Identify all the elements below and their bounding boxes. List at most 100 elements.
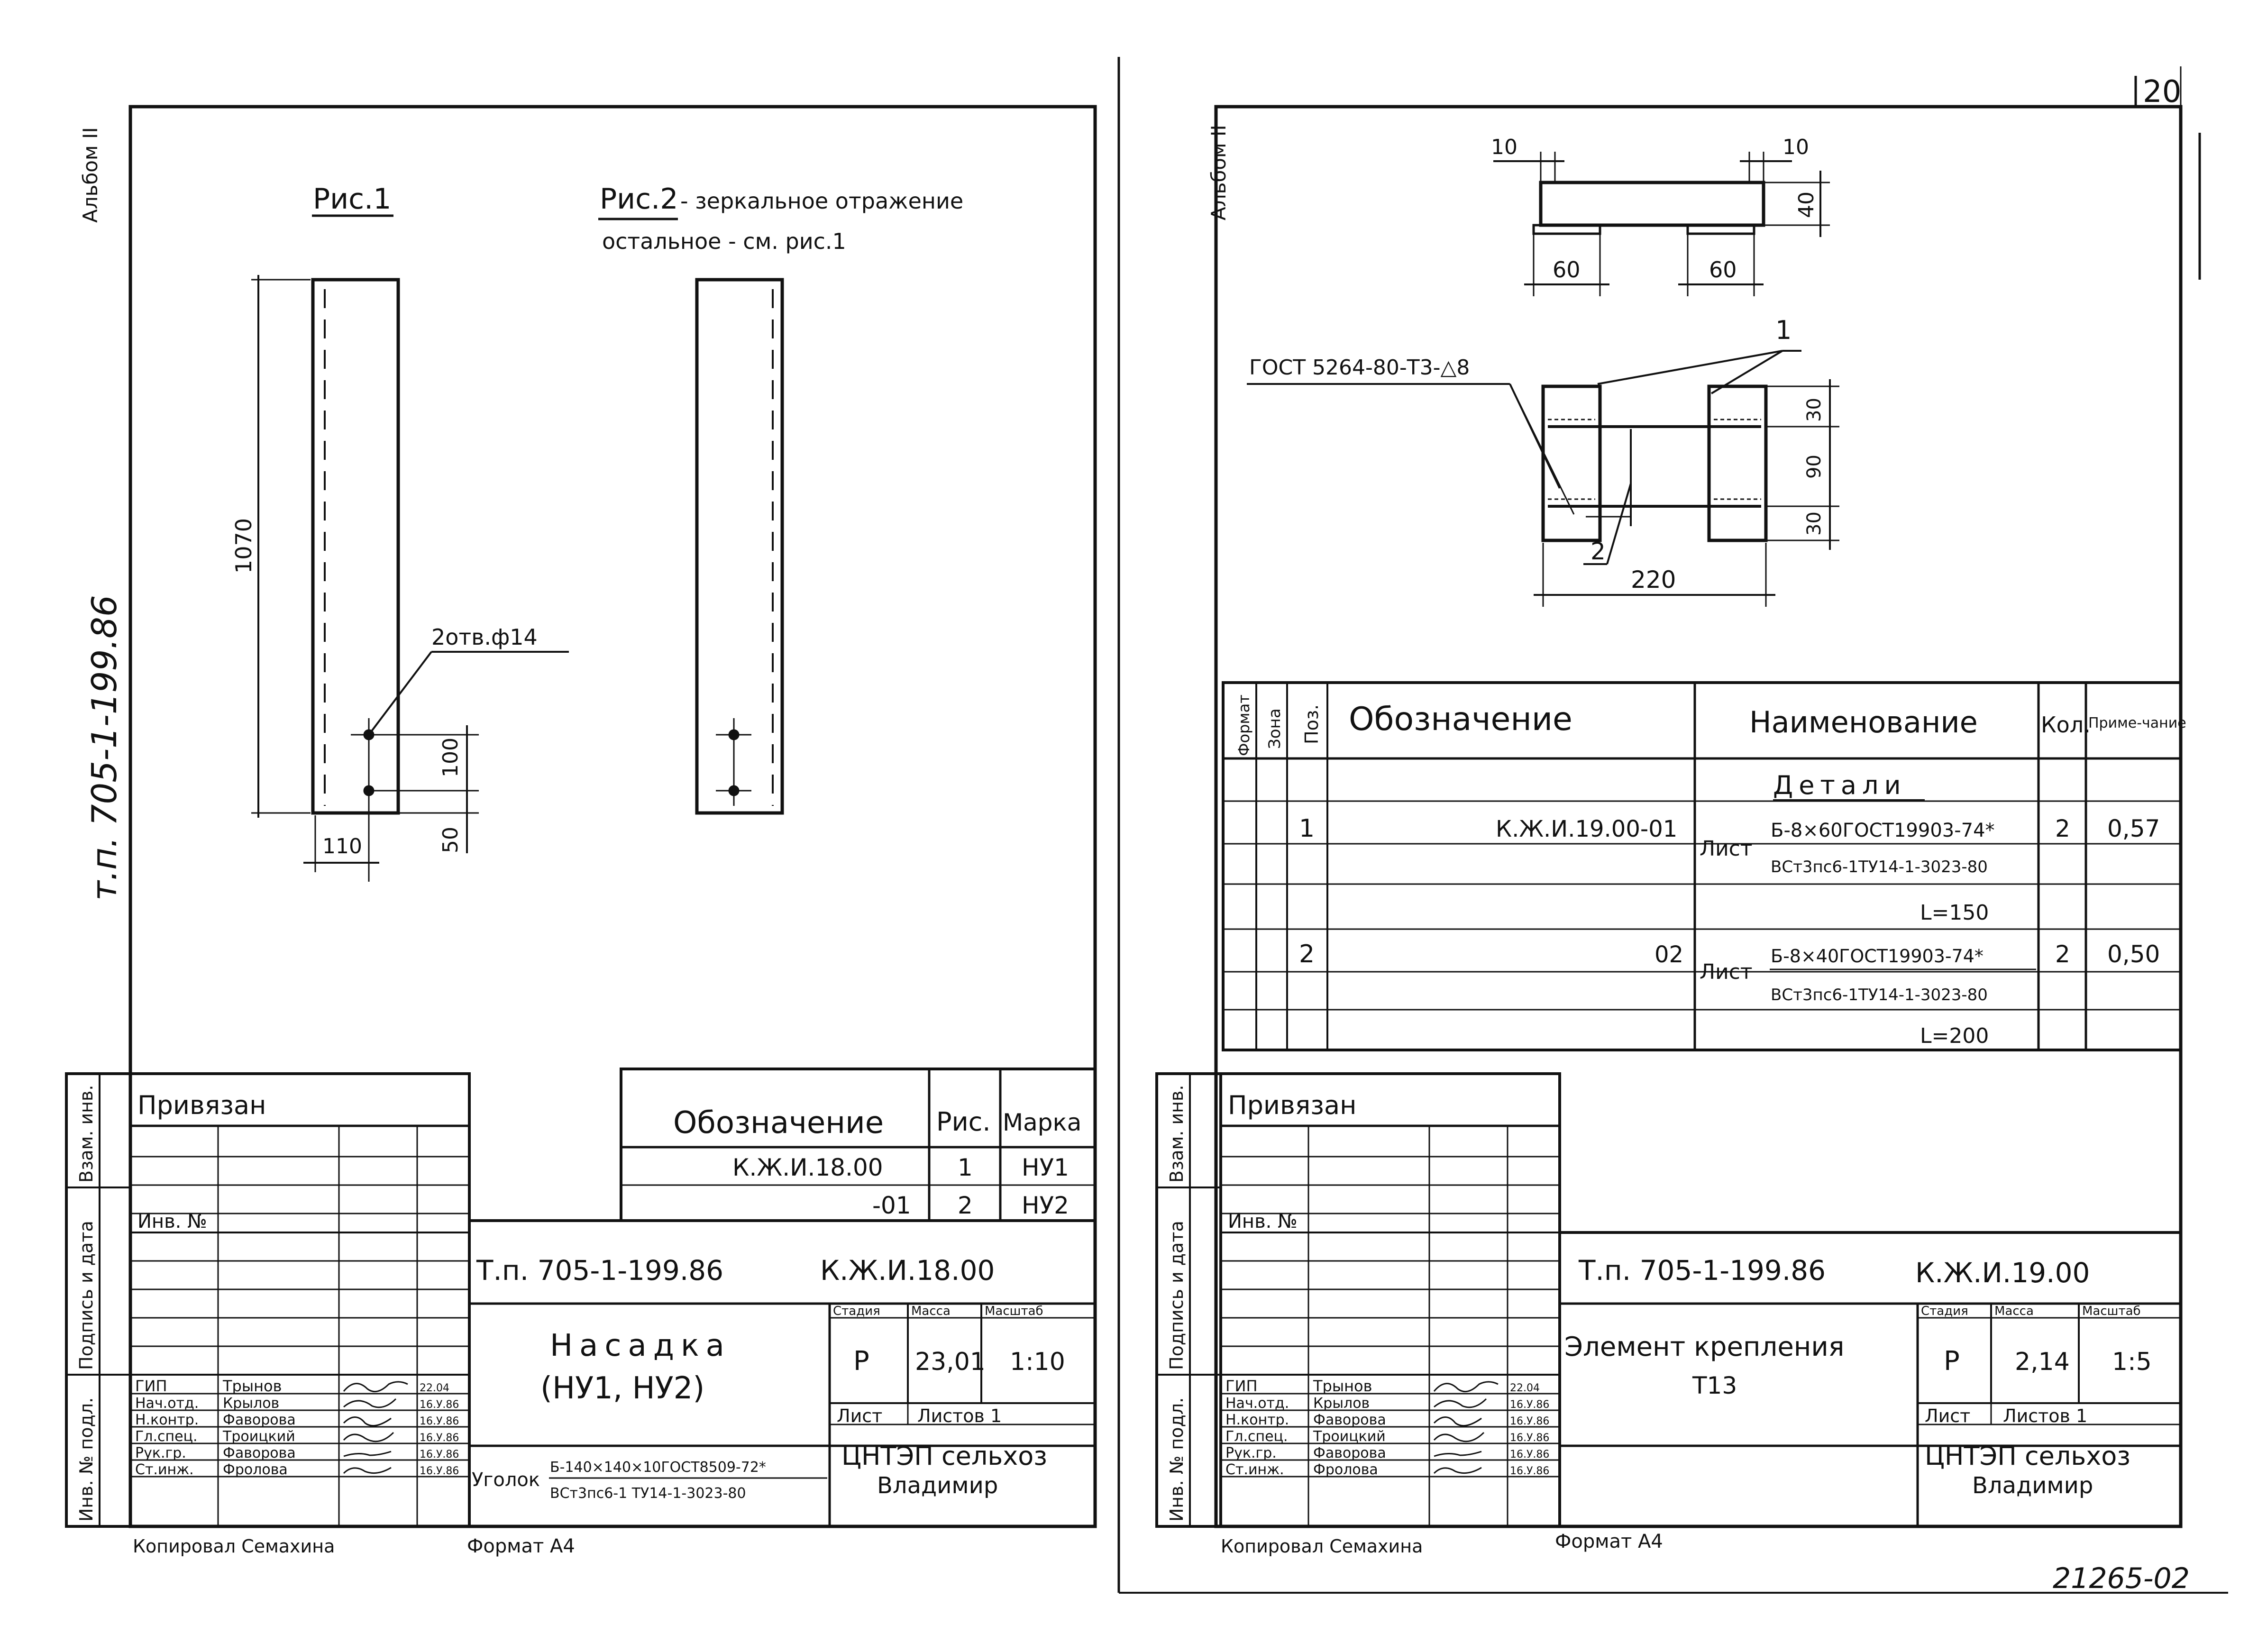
left-signature-1	[343, 1381, 408, 1393]
left-col-scale: Масштаб	[985, 1304, 1043, 1318]
right-person-2: Крылов	[1313, 1395, 1370, 1412]
right-role-4: Гл.спец.	[1225, 1428, 1288, 1445]
right-frame	[1214, 105, 2183, 1528]
right-org-2: Владимир	[1972, 1472, 2093, 1499]
dim-1070: 1070	[231, 518, 256, 574]
left-spec-header-designation: Обозначение	[673, 1105, 884, 1141]
spec-row1-kind: Лист	[1700, 837, 1753, 861]
left-person-5: Фаворова	[223, 1445, 296, 1461]
dim-30-top: 30	[1803, 398, 1825, 422]
right-date-4: 16.У.86	[1510, 1432, 1549, 1444]
spec-row1-length: L=150	[1920, 901, 1989, 925]
dim-220: 220	[1631, 566, 1676, 593]
spec-header-qty: Кол.	[2041, 712, 2091, 738]
left-org-2: Владимир	[877, 1472, 998, 1499]
left-copied-by: Копировал Семахина	[133, 1536, 335, 1557]
spec-row1-line2: ВСт3пс6-1ТУ14-1-3023-80	[1771, 858, 1988, 876]
right-role-3: Н.контр.	[1225, 1412, 1289, 1428]
fig1-angle-body	[311, 278, 400, 815]
left-spec-row2-fig: 2	[958, 1192, 973, 1219]
dim-40: 40	[1794, 192, 1819, 218]
plate-section-view: 10 10 40 60 60	[1491, 135, 1830, 296]
right-sheet: 20 Альбом II 10 10 40 60	[1155, 66, 2201, 1595]
spec-row1-pos: 1	[1299, 814, 1315, 843]
left-material-prefix: Уголок	[472, 1469, 540, 1491]
right-sheets-label: Листов 1	[2003, 1406, 2087, 1426]
spec-row1-code: К.Ж.И.19.00-01	[1496, 816, 1677, 842]
right-spec-table: Формат Зона Поз. Обозначение Наименовани…	[1222, 681, 2186, 1051]
left-role-3: Н.контр.	[135, 1412, 199, 1428]
dim-60-left: 60	[1553, 257, 1581, 283]
left-date-3: 16.У.86	[420, 1415, 459, 1427]
spec-details-title: Детали	[1773, 770, 1907, 800]
right-stage: Р	[1944, 1346, 1960, 1377]
left-person-1: Трынов	[222, 1377, 282, 1395]
right-person-6: Фролова	[1313, 1461, 1378, 1478]
holes-label: 2отв.ф14	[431, 624, 538, 650]
left-role-2: Нач.отд.	[135, 1395, 199, 1412]
spec-row2-line1: Б-8×40ГОСТ19903-74*	[1771, 946, 1984, 967]
right-attached-label: Привязан	[1228, 1090, 1356, 1120]
left-sheet-label: Лист	[837, 1406, 882, 1426]
right-inv-no: Инв. №	[1228, 1211, 1298, 1232]
pos-1-label: 1	[1775, 315, 1792, 345]
right-project-code: Т.п. 705-1-199.86	[1578, 1254, 1826, 1287]
left-spec-header-mark: Марка	[1003, 1109, 1081, 1136]
spec-header-zone: Зона	[1265, 708, 1284, 749]
right-stamp-attached: Привязан Инв. № ГИП Трынов 22.04 Нач.отд…	[1219, 1072, 1561, 1528]
right-signature-2	[1434, 1398, 1487, 1408]
left-spec-header-fig: Рис.	[936, 1107, 991, 1137]
left-person-4: Троицкий	[222, 1428, 295, 1445]
right-role-2: Нач.отд.	[1225, 1395, 1289, 1412]
spec-row2-kind: Лист	[1700, 960, 1753, 984]
pos-2-label: 2	[1591, 538, 1606, 565]
right-side-label-2: Подпись и дата	[1166, 1221, 1187, 1370]
dim-30-bottom: 30	[1803, 511, 1825, 536]
left-album-label: Альбом II	[79, 127, 102, 223]
right-title-2: Т13	[1692, 1372, 1737, 1399]
left-title-1: Насадка	[550, 1328, 731, 1363]
left-role-1: ГИП	[135, 1377, 167, 1395]
right-person-4: Троицкий	[1313, 1428, 1386, 1445]
left-sheets-label: Листов 1	[917, 1406, 1002, 1426]
left-date-6: 16.У.86	[420, 1465, 459, 1477]
left-person-3: Фаворова	[223, 1412, 296, 1428]
fig2-note-2: остальное - см. рис.1	[602, 228, 846, 254]
dim-100: 100	[439, 738, 463, 777]
right-role-1: ГИП	[1225, 1377, 1258, 1395]
left-spec-table: Обозначение Рис. Марка К.Ж.И.18.00 1 НУ1…	[620, 1068, 1097, 1222]
fig1-title: Рис.1	[313, 183, 391, 216]
right-col-mass: Масса	[1994, 1304, 2034, 1318]
spec-row2-code: 02	[1655, 941, 1683, 968]
left-col-mass: Масса	[911, 1304, 951, 1318]
right-person-3: Фаворова	[1313, 1412, 1386, 1428]
spec-row2-line2: ВСт3пс6-1ТУ14-1-3023-80	[1771, 986, 1988, 1004]
left-spec-row2-code: -01	[872, 1192, 911, 1219]
left-date-4: 16.У.86	[420, 1432, 459, 1444]
left-side-code: т.п. 705-1-199.86	[84, 595, 124, 901]
right-signature-3	[1433, 1416, 1482, 1427]
left-spec-row1-fig: 1	[958, 1154, 973, 1181]
left-spec-row1-code: К.Ж.И.18.00	[732, 1154, 883, 1181]
right-mass: 2,14	[2015, 1348, 2070, 1376]
spec-row1-line1: Б-8×60ГОСТ19903-74*	[1771, 820, 1995, 841]
right-format: Формат А4	[1555, 1531, 1663, 1552]
left-title-block: Т.п. 705-1-199.86 К.Ж.И.18.00 Насадка (Н…	[468, 1219, 1097, 1528]
left-stamp-side: Взам. инв. Подпись и дата Инв. № подл.	[65, 1072, 132, 1528]
left-spec-row2-mark: НУ2	[1022, 1192, 1069, 1219]
spec-row2-length: L=200	[1920, 1024, 1989, 1048]
fig2-title: Рис.2	[600, 183, 678, 216]
right-drawing-code: К.Ж.И.19.00	[1915, 1257, 2090, 1289]
spec-row2-pos: 2	[1299, 940, 1315, 968]
right-date-3: 16.У.86	[1510, 1415, 1549, 1427]
right-title-block: Т.п. 705-1-199.86 К.Ж.И.19.00 Элемент кр…	[1558, 1231, 2182, 1528]
left-signature-3	[343, 1416, 392, 1427]
left-mass: 23,01	[915, 1348, 986, 1376]
dim-10-left: 10	[1491, 135, 1517, 159]
left-format: Формат А4	[467, 1535, 575, 1557]
left-side-label-1: Взам. инв.	[76, 1085, 97, 1183]
left-sheet: Альбом II т.п. 705-1-199.86 Рис.1 1070 1…	[65, 105, 1097, 1557]
left-title-2: (НУ1, НУ2)	[540, 1371, 704, 1406]
spec-row2-qty: 2	[2055, 940, 2070, 968]
left-side-label-3: Инв. № подл.	[76, 1397, 97, 1522]
